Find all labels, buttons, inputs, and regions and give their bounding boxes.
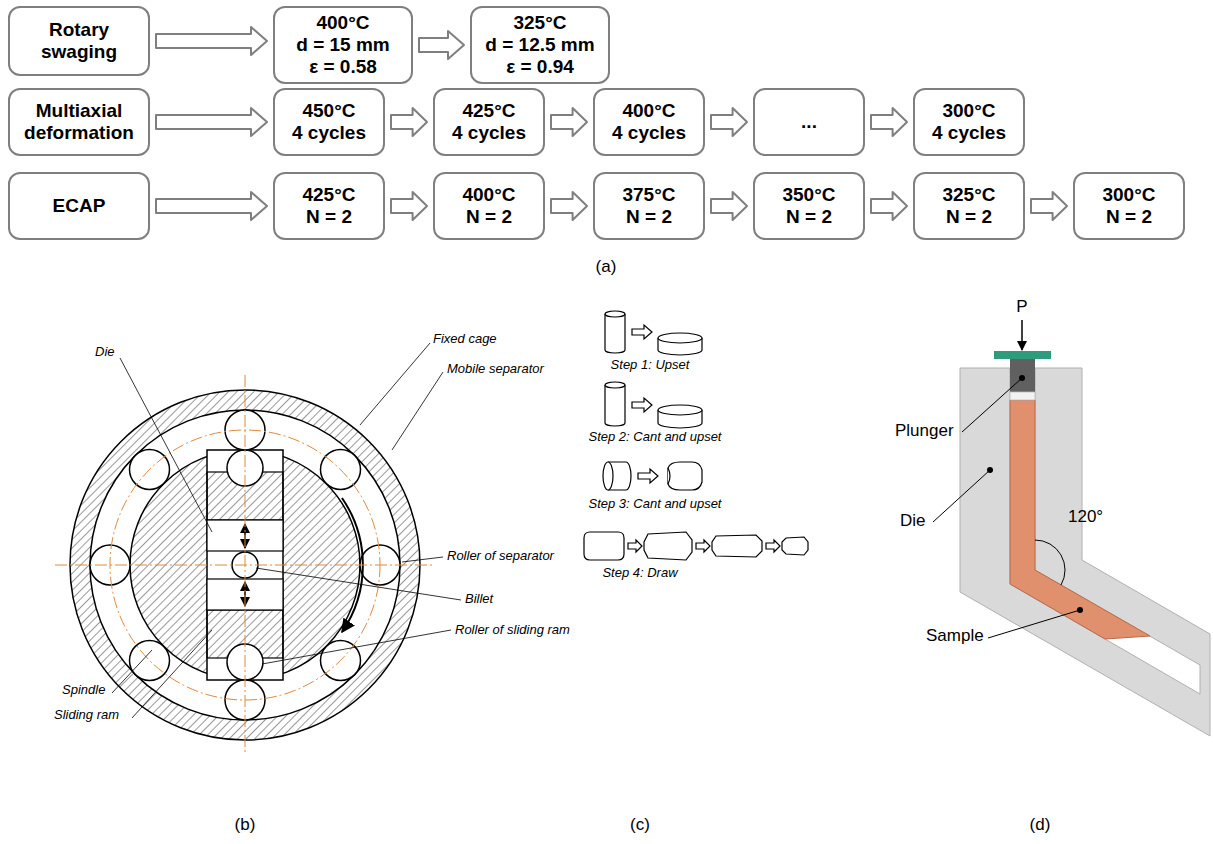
box-text: 4 cycles — [932, 122, 1006, 144]
box-text: d = 12.5 mm — [485, 34, 594, 56]
process-box: 425°C4 cycles — [433, 88, 545, 156]
box-text: 300°C — [942, 100, 995, 122]
box-text: N = 2 — [626, 206, 672, 228]
box-text: 4 cycles — [612, 122, 686, 144]
block-arrow — [419, 31, 464, 59]
leader-dots — [987, 375, 1083, 613]
block-arrow — [391, 108, 427, 136]
box-text: 450°C — [302, 100, 355, 122]
box-text: 400°C — [316, 12, 369, 34]
part-name: Fixed cage — [433, 332, 497, 346]
box-text: 400°C — [462, 184, 515, 206]
part-name: Die — [95, 345, 115, 359]
box-text: 325°C — [942, 184, 995, 206]
part-name: Mobile separator — [447, 362, 544, 376]
part-name: Die — [900, 512, 926, 531]
die-block — [960, 368, 1210, 736]
box-text: 425°C — [462, 100, 515, 122]
box-text: ... — [801, 111, 817, 133]
process-box: 375°CN = 2 — [593, 172, 705, 240]
box-text: 425°C — [302, 184, 355, 206]
part-name: Billet — [465, 592, 493, 606]
plunger-tip — [1010, 392, 1035, 400]
block-arrow — [551, 108, 587, 136]
part-name: Sample — [926, 627, 984, 646]
box-text: d = 15 mm — [296, 34, 389, 56]
block-arrow — [711, 192, 747, 220]
forging-steps — [584, 311, 808, 560]
process-box: 350°CN = 2 — [753, 172, 865, 240]
box-text: 375°C — [622, 184, 675, 206]
box-text: 400°C — [622, 100, 675, 122]
angle-arc — [1035, 540, 1065, 585]
block-arrow — [551, 192, 587, 220]
part-name: Roller of separator — [447, 549, 554, 563]
process-box: 450°C4 cycles — [273, 88, 385, 156]
step-name: Step 4: Draw — [602, 566, 677, 580]
step-name: Step 3: Cant and upset — [589, 497, 722, 511]
swaging-machine — [55, 343, 461, 755]
load-symbol: P — [1016, 298, 1027, 317]
panel-label: (c) — [630, 816, 650, 835]
box-text: ECAP — [53, 195, 106, 217]
center-lines — [55, 375, 435, 755]
sample — [1010, 400, 1150, 639]
box-text: N = 2 — [1106, 206, 1152, 228]
block-arrow — [156, 27, 267, 55]
box-text: N = 2 — [466, 206, 512, 228]
panel-label: (d) — [1030, 816, 1051, 835]
block-arrow — [156, 108, 267, 136]
box-text: ε = 0.58 — [309, 56, 377, 78]
process-box: Rotary swaging — [8, 6, 150, 76]
block-arrow — [391, 192, 427, 220]
process-box: Multiaxial deformation — [8, 88, 150, 156]
box-text: N = 2 — [306, 206, 352, 228]
box-text: 300°C — [1102, 184, 1155, 206]
process-box: 400°CN = 2 — [433, 172, 545, 240]
process-box: 300°C4 cycles — [913, 88, 1025, 156]
box-text: 4 cycles — [452, 122, 526, 144]
block-arrow — [871, 192, 907, 220]
part-name: Roller of sliding ram — [455, 623, 570, 637]
box-text: 325°C — [513, 12, 566, 34]
box-text: N = 2 — [786, 206, 832, 228]
load-arrow — [1021, 320, 1023, 350]
leader-lines — [112, 343, 461, 718]
process-box: 400°Cd = 15 mmε = 0.58 — [273, 6, 413, 84]
box-text: Rotary swaging — [16, 19, 142, 63]
process-box: ECAP — [8, 172, 150, 240]
plunger — [1010, 358, 1035, 392]
step-name: Step 2: Cant and upset — [589, 430, 722, 444]
ecap-die — [933, 320, 1210, 736]
block-arrow — [156, 192, 267, 220]
step-name: Step 1: Upset — [611, 358, 690, 372]
box-text: N = 2 — [946, 206, 992, 228]
block-arrow — [1031, 192, 1067, 220]
box-text: 4 cycles — [292, 122, 366, 144]
block-arrow — [871, 108, 907, 136]
channel — [1010, 368, 1200, 694]
box-text: Multiaxial deformation — [16, 100, 142, 144]
box-text: ε = 0.94 — [506, 56, 574, 78]
box-text: 350°C — [782, 184, 835, 206]
part-name: Spindle — [62, 683, 105, 697]
plunger-plate — [994, 351, 1051, 359]
process-box: 325°Cd = 12.5 mmε = 0.94 — [470, 6, 610, 84]
process-box: ... — [753, 88, 865, 156]
panel-label: (a) — [596, 258, 617, 277]
block-arrow — [711, 108, 747, 136]
leader-lines — [933, 378, 1080, 638]
part-name: Sliding ram — [54, 708, 119, 722]
part-name: Plunger — [895, 422, 954, 441]
process-box: 425°CN = 2 — [273, 172, 385, 240]
panel-label: (b) — [235, 816, 256, 835]
process-box: 400°C4 cycles — [593, 88, 705, 156]
process-box: 300°CN = 2 — [1073, 172, 1185, 240]
angle-label: 120° — [1068, 508, 1103, 527]
process-box: 325°CN = 2 — [913, 172, 1025, 240]
